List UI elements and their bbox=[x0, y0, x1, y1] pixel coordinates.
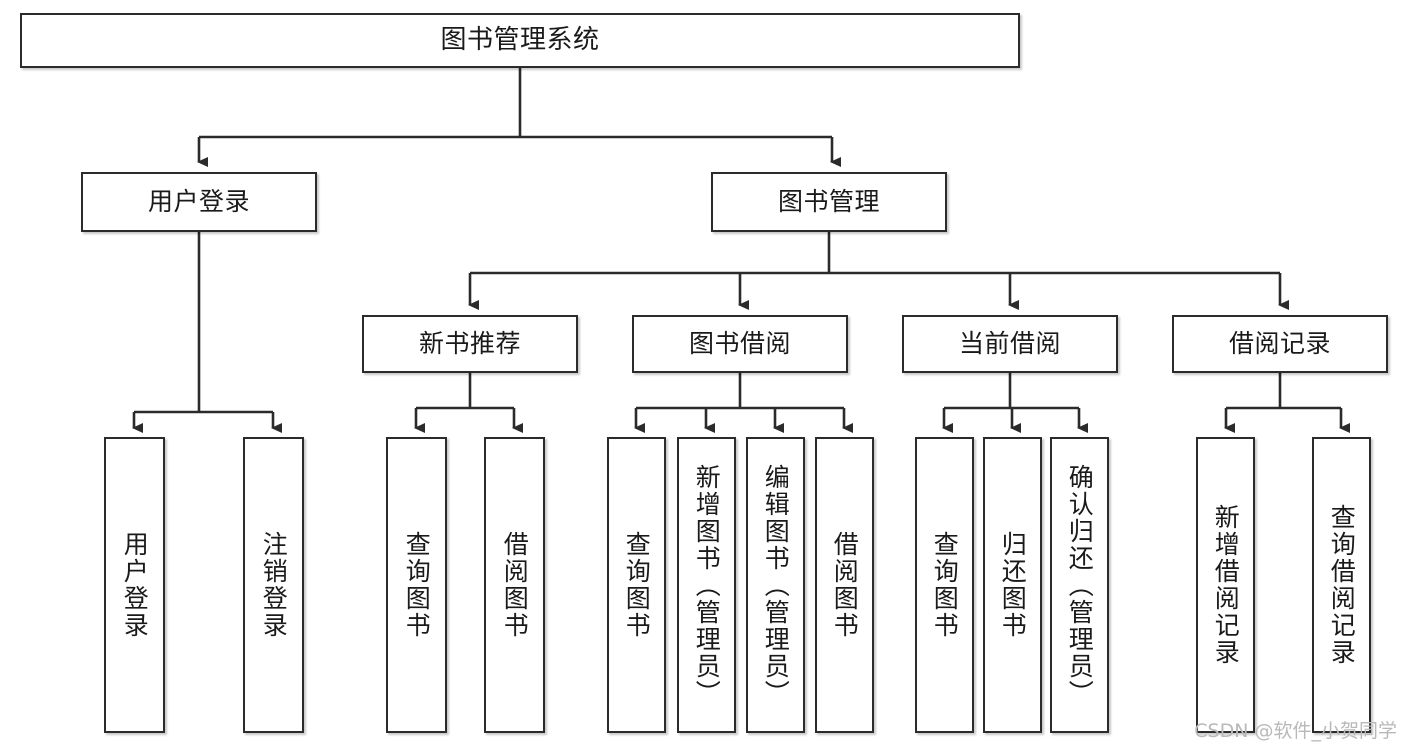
node-label: 查询图书 bbox=[930, 531, 960, 639]
node-book-borrow[interactable]: 图书借阅 bbox=[632, 315, 848, 373]
node-label: 借阅记录 bbox=[1228, 328, 1331, 358]
node-label: 借阅图书 bbox=[500, 531, 530, 639]
leaf-borrow-book-new-rec[interactable]: 借阅图书 bbox=[484, 437, 545, 733]
leaf-query-book-new-rec[interactable]: 查询图书 bbox=[386, 437, 447, 733]
node-book-management-system[interactable]: 图书管理系统 bbox=[20, 13, 1020, 68]
leaf-return-book[interactable]: 归还图书 bbox=[983, 437, 1042, 733]
node-label: 归还图书 bbox=[998, 531, 1028, 639]
node-label: 用户登录 bbox=[120, 531, 150, 639]
node-label: 图书借阅 bbox=[688, 328, 791, 358]
node-book-management[interactable]: 图书管理 bbox=[711, 172, 947, 232]
csdn-watermark: CSDN @软件_小贺同学 bbox=[1194, 720, 1397, 742]
leaf-query-book-current[interactable]: 查询图书 bbox=[915, 437, 974, 733]
node-label: 查询借阅记录 bbox=[1327, 504, 1357, 666]
leaf-query-borrow-record[interactable]: 查询借阅记录 bbox=[1312, 437, 1371, 733]
leaf-confirm-return-admin[interactable]: 确认归还（管理员） bbox=[1050, 437, 1109, 733]
node-borrow-record[interactable]: 借阅记录 bbox=[1172, 315, 1388, 373]
node-label: 当前借阅 bbox=[958, 328, 1061, 358]
leaf-add-borrow-record[interactable]: 新增借阅记录 bbox=[1196, 437, 1255, 733]
node-label: 用户登录 bbox=[147, 186, 250, 216]
node-label: 借阅图书 bbox=[830, 531, 860, 639]
leaf-user-login[interactable]: 用户登录 bbox=[104, 437, 165, 733]
node-label: 注销登录 bbox=[259, 531, 289, 639]
node-label: 新增图书（管理员） bbox=[692, 463, 722, 707]
node-label: 确认归还（管理员） bbox=[1065, 463, 1095, 707]
node-label: 查询图书 bbox=[402, 531, 432, 639]
node-label: 编辑图书（管理员） bbox=[761, 463, 791, 707]
node-label: 新书推荐 bbox=[418, 328, 521, 358]
leaf-logout[interactable]: 注销登录 bbox=[243, 437, 304, 733]
leaf-edit-book-admin[interactable]: 编辑图书（管理员） bbox=[746, 437, 805, 733]
node-new-book-recommend[interactable]: 新书推荐 bbox=[362, 315, 578, 373]
node-current-borrow[interactable]: 当前借阅 bbox=[902, 315, 1118, 373]
node-label: 图书管理 bbox=[777, 186, 880, 216]
leaf-add-book-admin[interactable]: 新增图书（管理员） bbox=[677, 437, 736, 733]
node-user-login[interactable]: 用户登录 bbox=[81, 172, 317, 232]
node-label: 图书管理系统 bbox=[440, 24, 600, 55]
node-label: 新增借阅记录 bbox=[1211, 504, 1241, 666]
node-label: 查询图书 bbox=[622, 531, 652, 639]
leaf-borrow-book[interactable]: 借阅图书 bbox=[815, 437, 874, 733]
leaf-query-book-borrow[interactable]: 查询图书 bbox=[607, 437, 666, 733]
